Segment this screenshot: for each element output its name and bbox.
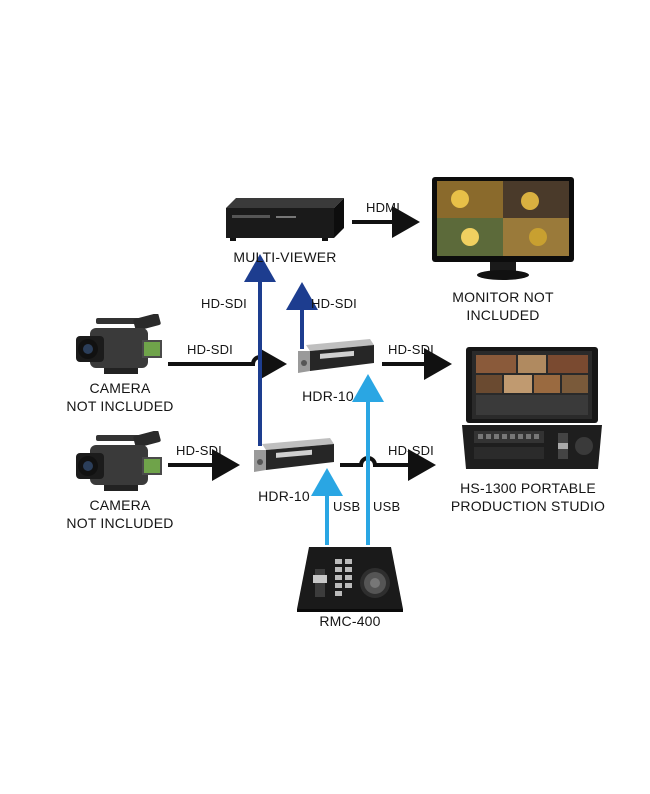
sdi-camera-1-label: HD-SDI: [187, 342, 233, 357]
hdr-bottom-to-studio-arrow: [340, 449, 436, 481]
multiviewer-device: [226, 198, 344, 241]
hs1300-studio-device: [462, 347, 602, 469]
hdr10-top-device: [298, 339, 374, 373]
hdmi-label: HDMI: [366, 200, 401, 215]
camera-1-device: [76, 314, 162, 374]
monitor-label-line1: MONITOR NOT: [452, 289, 554, 305]
camera-2-device: [76, 431, 162, 491]
camera-1-label-line1: CAMERA: [89, 380, 151, 396]
monitor-label-line2: INCLUDED: [466, 307, 540, 323]
sdi-multiviewer-left-label: HD-SDI: [201, 296, 247, 311]
studio-label-line1: HS-1300 PORTABLE: [460, 480, 596, 496]
camera-1-label-line2: NOT INCLUDED: [66, 398, 174, 414]
usb-left-label: USB: [333, 499, 361, 514]
camera1-sdi-arrow: [168, 348, 287, 380]
hdr10-bottom-label: HDR-10: [258, 488, 310, 504]
hdr10-bottom-device: [254, 438, 334, 472]
sdi-multiviewer-right-label: HD-SDI: [311, 296, 357, 311]
sdi-hdr-bottom-studio-label: HD-SDI: [388, 443, 434, 458]
camera-2-label-line2: NOT INCLUDED: [66, 515, 174, 531]
monitor-device: [432, 177, 574, 280]
rmc400-device: [297, 547, 403, 612]
sdi-hdr-top-studio-label: HD-SDI: [388, 342, 434, 357]
rmc400-label: RMC-400: [319, 613, 381, 629]
sdi-camera-2-label: HD-SDI: [176, 443, 222, 458]
multiviewer-label: MULTI-VIEWER: [233, 249, 337, 265]
hdr10-top-label: HDR-10: [302, 388, 354, 404]
studio-label-line2: PRODUCTION STUDIO: [450, 498, 606, 514]
usb-right-label: USB: [373, 499, 401, 514]
camera-2-label-line1: CAMERA: [89, 497, 151, 513]
